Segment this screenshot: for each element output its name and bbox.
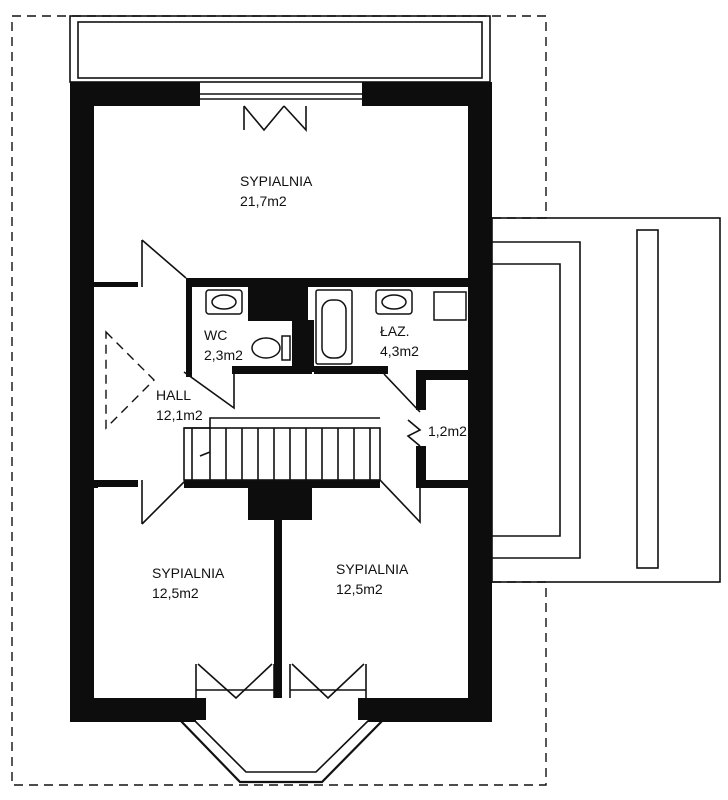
side-terrace bbox=[491, 217, 721, 583]
top-window bbox=[200, 93, 362, 133]
bedroom-right-name: SYPIALNIA bbox=[336, 561, 409, 577]
exterior-walls bbox=[70, 82, 492, 722]
hall-area: 12,1m2 bbox=[156, 407, 203, 423]
wc-area: 2,3m2 bbox=[204, 347, 243, 363]
interior-walls bbox=[94, 278, 468, 698]
hall-name: HALL bbox=[156, 387, 191, 403]
closet-area: 1,2m2 bbox=[428, 423, 467, 439]
bedroom-top-area: 21,7m2 bbox=[240, 193, 287, 209]
top-balcony bbox=[69, 15, 491, 83]
bedroom-right-area: 12,5m2 bbox=[336, 581, 383, 597]
bedroom-left-area: 12,5m2 bbox=[152, 585, 199, 601]
wc-name: WC bbox=[204, 327, 227, 343]
bathroom-fixtures bbox=[315, 289, 467, 365]
bathroom-name: ŁAZ. bbox=[380, 323, 410, 339]
bathroom-area: 4,3m2 bbox=[380, 343, 419, 359]
door-swings bbox=[105, 239, 422, 525]
wc-fixtures bbox=[205, 289, 291, 361]
bedroom-left-name: SYPIALNIA bbox=[152, 565, 225, 581]
bay-window bbox=[177, 717, 386, 784]
bedroom-top-name: SYPIALNIA bbox=[240, 173, 313, 189]
room-labels: SYPIALNIA 21,7m2 WC 2,3m2 ŁAZ. 4,3m2 HAL… bbox=[152, 173, 467, 601]
staircase bbox=[183, 417, 381, 481]
